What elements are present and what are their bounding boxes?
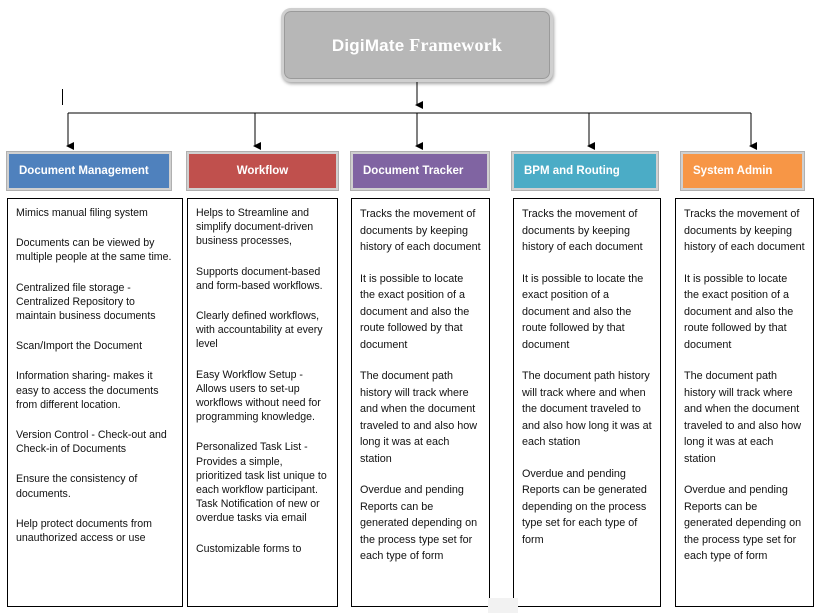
header-label: Workflow (236, 165, 289, 177)
list-item: Ensure the consistency of documents. (16, 473, 138, 500)
list-item: Documents can be viewed by multiple peop… (16, 237, 172, 264)
list-item: It is possible to locate the exact posit… (522, 272, 644, 351)
list-item: Version Control - Check-out and Check-in… (16, 429, 167, 456)
header-document-management: Document Management (6, 151, 172, 191)
header-label: System Admin (693, 165, 773, 177)
header-label: Document Management (19, 165, 149, 177)
stray-line (62, 89, 63, 105)
list-item: Supports document-based and form-based w… (196, 265, 323, 292)
list-item: Overdue and pending Reports can be gener… (360, 484, 478, 562)
background-gap (488, 598, 518, 613)
list-item: Centralized file storage - Centralized R… (16, 281, 156, 323)
list-item: Tracks the movement of documents by keep… (684, 208, 805, 253)
list-item: Easy Workflow Setup - Allows users to se… (196, 368, 321, 424)
list-item: Scan/Import the Document (16, 340, 143, 353)
column-document-tracker: Tracks the movement of documents by keep… (351, 198, 490, 607)
list-item: The document path history will track whe… (360, 370, 478, 465)
column-workflow: Helps to Streamline and simplify documen… (187, 198, 338, 607)
list-item: Information sharing- makes it easy to ac… (16, 370, 159, 411)
list-item: Clearly defined workflows, with accounta… (196, 310, 323, 351)
header-bpm-routing: BPM and Routing (511, 151, 659, 191)
list-item: Help protect documents from unauthorized… (16, 517, 153, 545)
header-system-admin: System Admin (680, 151, 805, 191)
list-item: Tracks the movement of documents by keep… (360, 208, 481, 253)
list-item: Helps to Streamline and simplify documen… (196, 207, 314, 248)
column-bpm-routing: Tracks the movement of documents by keep… (513, 198, 661, 607)
list-item: Overdue and pending Reports can be gener… (522, 467, 647, 546)
root-title-part2: Framework (409, 34, 503, 55)
list-item: It is possible to locate the exact posit… (684, 272, 794, 351)
column-document-management: Mimics manual filing system Documents ca… (7, 198, 183, 607)
list-item: Personalized Task List - Provides a simp… (196, 441, 327, 525)
root-node-box: DigiMate Framework (281, 8, 553, 82)
header-label: Document Tracker (363, 165, 464, 177)
header-document-tracker: Document Tracker (350, 151, 490, 191)
list-item: The document path history will track whe… (522, 370, 652, 448)
root-title: DigiMate Framework (332, 35, 502, 56)
list-item: Customizable forms to (196, 542, 302, 555)
list-item: Mimics manual filing system (16, 207, 148, 219)
header-label: BPM and Routing (524, 165, 620, 177)
list-item: Overdue and pending Reports can be gener… (684, 484, 802, 562)
root-title-part1: DigiMate (331, 35, 405, 55)
list-item: The document path history will track whe… (684, 370, 802, 465)
list-item: It is possible to locate the exact posit… (360, 272, 470, 351)
header-workflow: Workflow (186, 151, 339, 191)
list-item: Tracks the movement of documents by keep… (522, 208, 643, 253)
column-system-admin: Tracks the movement of documents by keep… (675, 198, 814, 607)
